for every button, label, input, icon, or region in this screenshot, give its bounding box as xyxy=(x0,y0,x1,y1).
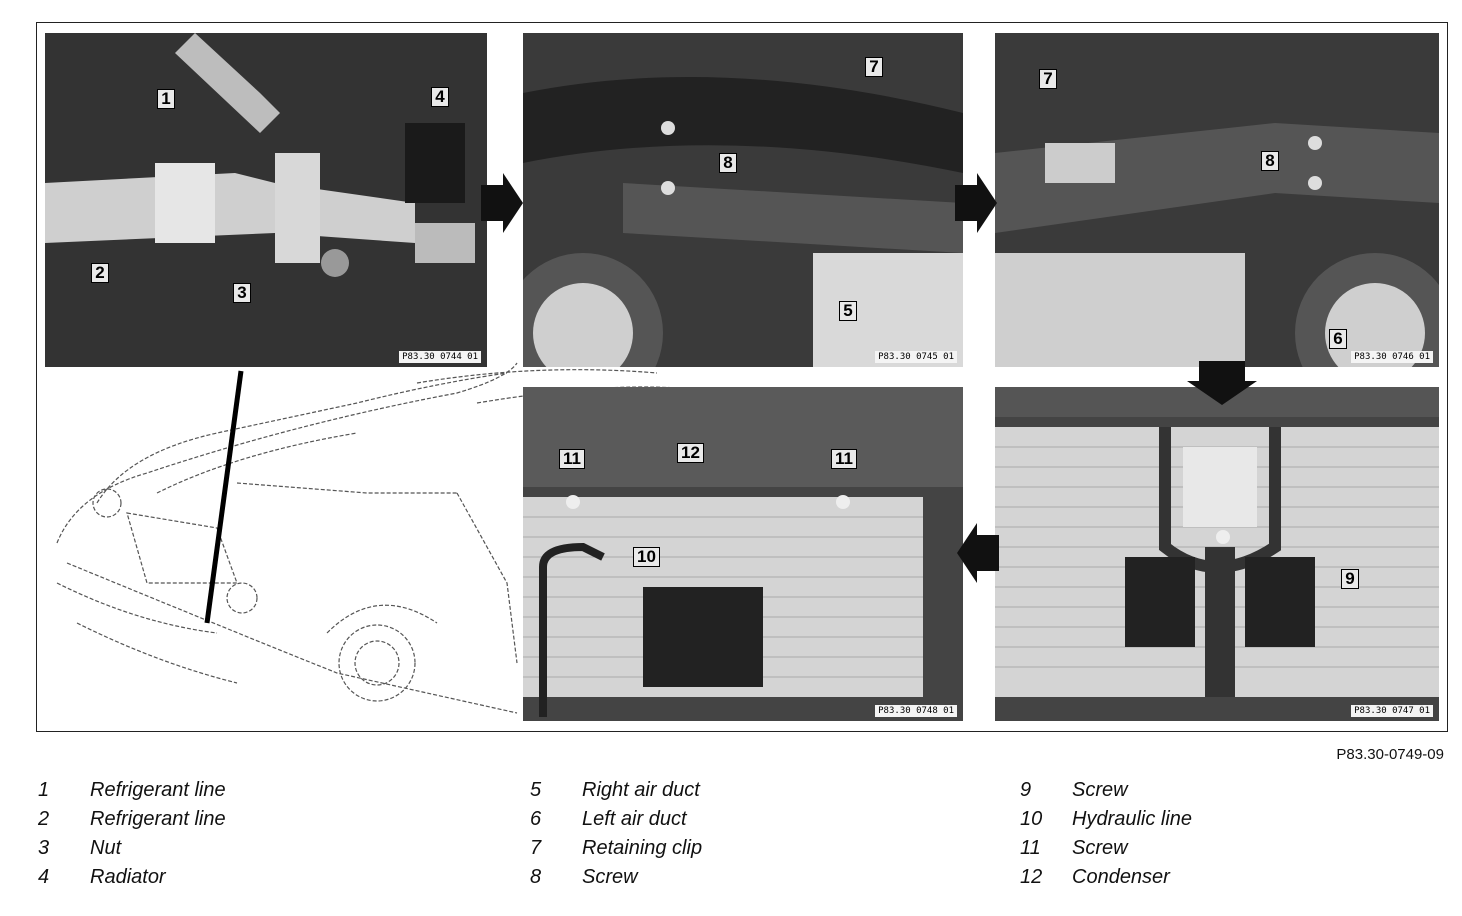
photo-code: P83.30 0745 01 xyxy=(875,351,957,363)
callout-3: 3 xyxy=(233,283,251,303)
callout-6: 6 xyxy=(1329,329,1347,349)
figure-reference: P83.30-0749-09 xyxy=(1336,746,1444,763)
arrow-left-icon xyxy=(957,523,999,583)
callout-5: 5 xyxy=(839,301,857,321)
callout-9: 9 xyxy=(1341,569,1359,589)
callout-8: 8 xyxy=(719,153,737,173)
photo-panel-condenser: 11 12 11 10 P83.30 0748 01 xyxy=(523,387,963,721)
callout-2: 2 xyxy=(91,263,109,283)
photo-panel-right-air-duct: 7 8 5 P83.30 0745 01 xyxy=(523,33,963,367)
callout-10: 10 xyxy=(633,547,660,567)
callout-7: 7 xyxy=(865,57,883,77)
callout-11: 11 xyxy=(831,449,857,469)
callout-12: 12 xyxy=(677,443,704,463)
photo-code: P83.30 0748 01 xyxy=(875,705,957,717)
photo-code: P83.30 0746 01 xyxy=(1351,351,1433,363)
callout-1: 1 xyxy=(157,89,175,109)
photo-panel-bracket-screw: 9 P83.30 0747 01 xyxy=(995,387,1439,721)
diagram-frame: 1 4 2 3 P83.30 0744 01 7 8 5 P83.30 0745… xyxy=(36,22,1448,732)
callout-11: 11 xyxy=(559,449,585,469)
photo-code: P83.30 0744 01 xyxy=(399,351,481,363)
arrow-right-icon xyxy=(955,173,997,233)
arrow-right-icon xyxy=(481,173,523,233)
callout-4: 4 xyxy=(431,87,449,107)
callout-8: 8 xyxy=(1261,151,1279,171)
arrow-down-icon xyxy=(1187,361,1257,405)
callout-7: 7 xyxy=(1039,69,1057,89)
photo-code: P83.30 0747 01 xyxy=(1351,705,1433,717)
photo-panel-left-air-duct: 7 8 6 P83.30 0746 01 xyxy=(995,33,1439,367)
photo-panel-refrigerant-lines: 1 4 2 3 P83.30 0744 01 xyxy=(45,33,487,367)
